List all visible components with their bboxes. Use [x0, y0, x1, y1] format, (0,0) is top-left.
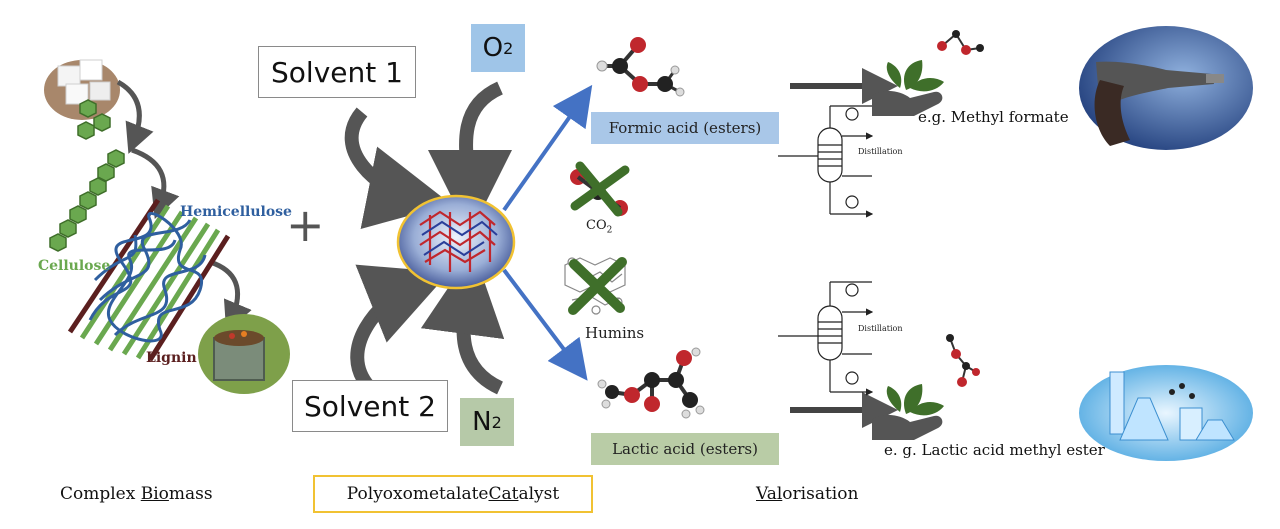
valorisation-caption: Valorisation — [756, 484, 858, 504]
biomass-caption-pre: Complex — [60, 484, 141, 504]
methyl-lactate-molecule-icon — [946, 334, 980, 387]
cross-icon — [570, 161, 630, 217]
valorisation-caption-underlined: Val — [756, 484, 783, 504]
arrow-solvent1-in — [344, 107, 452, 229]
solvent1-box: Solvent 1 — [258, 46, 416, 98]
distillation-column-icon — [778, 105, 874, 218]
formic-acid-box: Formic acid (esters) — [591, 112, 779, 144]
co2-base: CO — [586, 218, 607, 233]
methyl-formate-label: e.g. Methyl formate — [918, 108, 1069, 126]
biomass-caption: Complex Biomass — [60, 484, 213, 504]
distillation-label-bottom: Distillation — [858, 324, 903, 333]
co2-label: CO2 — [586, 218, 612, 236]
biomass-caption-underlined: Bio — [140, 484, 169, 504]
biomass-caption-post: mass — [168, 484, 213, 504]
lignocellulose-fiber-icon — [67, 198, 231, 362]
fuel-nozzle-icon — [1079, 26, 1253, 150]
valorisation-caption-post: orisation — [782, 484, 859, 504]
plant-hand-icon — [872, 384, 944, 440]
distillation-label-top: Distillation — [858, 147, 903, 156]
co2-sub: 2 — [606, 225, 613, 236]
arrow-o2-in — [427, 81, 512, 234]
n2-sub: 2 — [491, 412, 502, 432]
methyl-formate-molecule-icon — [596, 37, 685, 97]
compost-bin-icon — [198, 314, 290, 394]
solvent2-box: Solvent 2 — [292, 380, 448, 432]
cellulose-label: Cellulose — [38, 258, 111, 274]
glucose-chain — [49, 99, 125, 252]
plus-sign: + — [286, 198, 325, 252]
lignin-label: Lignin — [146, 350, 197, 366]
o2-base: O — [482, 33, 504, 63]
n2-base: N — [472, 407, 492, 437]
arrow-sugar-to-glucose — [116, 79, 154, 154]
cross-icon — [568, 257, 627, 315]
lactic-acid-box: Lactic acid (esters) — [591, 433, 779, 465]
catalyst-sphere-icon — [396, 194, 516, 290]
arrow-to-formic — [502, 84, 593, 212]
arrow-fiber-to-compost — [209, 259, 252, 332]
methyl-lactate-molecule-icon — [597, 347, 705, 419]
humins-label: Humins — [585, 324, 645, 342]
lactic-ester-label: e. g. Lactic acid methyl ester — [884, 441, 1105, 459]
arrow-to-lactic — [502, 268, 588, 381]
sugar-cubes-icon — [44, 59, 120, 120]
distillation-column-icon — [778, 281, 874, 396]
catalyst-caption-underlined: Cat — [488, 484, 519, 504]
methyl-formate-molecule-icon — [937, 30, 984, 55]
hemicellulose-label: Hemicellulose — [180, 204, 292, 220]
plant-hand-icon — [872, 60, 944, 116]
arrow-n2-in — [420, 250, 505, 395]
catalyst-caption-pre: Polyoxometalate — [346, 484, 489, 504]
arrow-glucose-to-fiber — [131, 147, 180, 220]
catalyst-caption-post: alyst — [518, 484, 560, 504]
lab-glassware-icon — [1079, 365, 1253, 461]
arrow-solvent2-in — [350, 264, 449, 393]
o2-sub: 2 — [503, 38, 514, 58]
